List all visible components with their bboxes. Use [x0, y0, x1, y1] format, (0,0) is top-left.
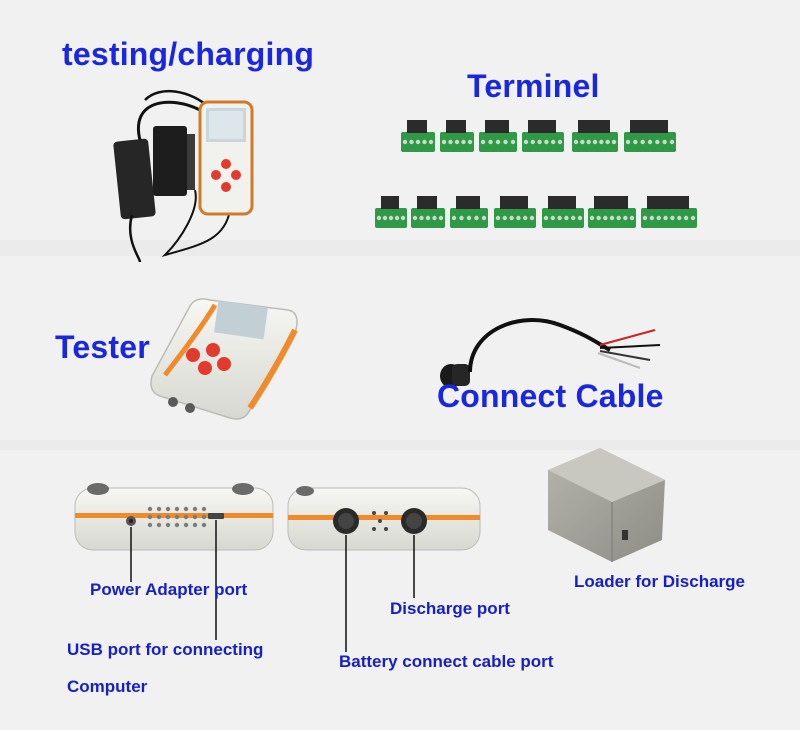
tester-device — [150, 298, 298, 420]
vent-hole — [201, 514, 207, 520]
vent-hole — [156, 506, 162, 512]
terminal-block — [401, 120, 435, 152]
pointer-lines — [130, 520, 415, 652]
vent-hole — [165, 506, 171, 512]
label-usb-port-line2: Computer — [67, 677, 148, 696]
device-side-discharge — [287, 486, 481, 551]
vent-hole — [174, 514, 180, 520]
label-battery-connect-cable-port: Battery connect cable port — [339, 652, 554, 671]
vent-hole — [156, 514, 162, 520]
vent-hole — [174, 506, 180, 512]
terminal-block — [479, 120, 517, 152]
terminal-block — [450, 196, 488, 228]
vent-hole — [192, 514, 198, 520]
vent-hole — [183, 522, 189, 528]
terminal-block — [411, 196, 445, 228]
discharge-loader — [548, 448, 665, 562]
vent-hole — [201, 522, 207, 528]
heading-tester: Tester — [55, 329, 150, 365]
vent-hole — [147, 506, 153, 512]
heading-connect-cable: Connect Cable — [437, 378, 664, 414]
label-power-adapter-port: Power Adapter port — [90, 580, 248, 599]
vent-hole — [165, 514, 171, 520]
terminal-block — [572, 120, 618, 152]
terminal-blocks — [375, 120, 697, 228]
vent-hole — [192, 522, 198, 528]
charging-setup — [113, 89, 254, 263]
terminal-block — [440, 120, 474, 152]
vent-hole — [165, 522, 171, 528]
vent-hole — [192, 506, 198, 512]
label-loader-for-discharge: Loader for Discharge — [574, 572, 745, 591]
vent-hole — [174, 522, 180, 528]
terminal-block — [542, 196, 584, 228]
heading-terminel: Terminel — [467, 68, 600, 104]
terminal-block — [494, 196, 536, 228]
vent-hole — [183, 506, 189, 512]
vent-hole — [147, 522, 153, 528]
heading-testing-charging: testing/charging — [62, 36, 315, 72]
label-discharge-port: Discharge port — [390, 599, 510, 618]
label-usb-port-line1: USB port for connecting — [67, 640, 264, 659]
connect-cable — [440, 318, 661, 388]
vent-hole — [201, 506, 207, 512]
vent-hole — [183, 514, 189, 520]
device-side-power-usb — [74, 483, 274, 551]
terminal-block — [624, 120, 676, 152]
terminal-block — [588, 196, 636, 228]
vent-hole — [156, 522, 162, 528]
terminal-block — [522, 120, 564, 152]
terminal-block — [641, 196, 697, 228]
terminal-block — [375, 196, 407, 228]
vent-hole — [147, 514, 153, 520]
